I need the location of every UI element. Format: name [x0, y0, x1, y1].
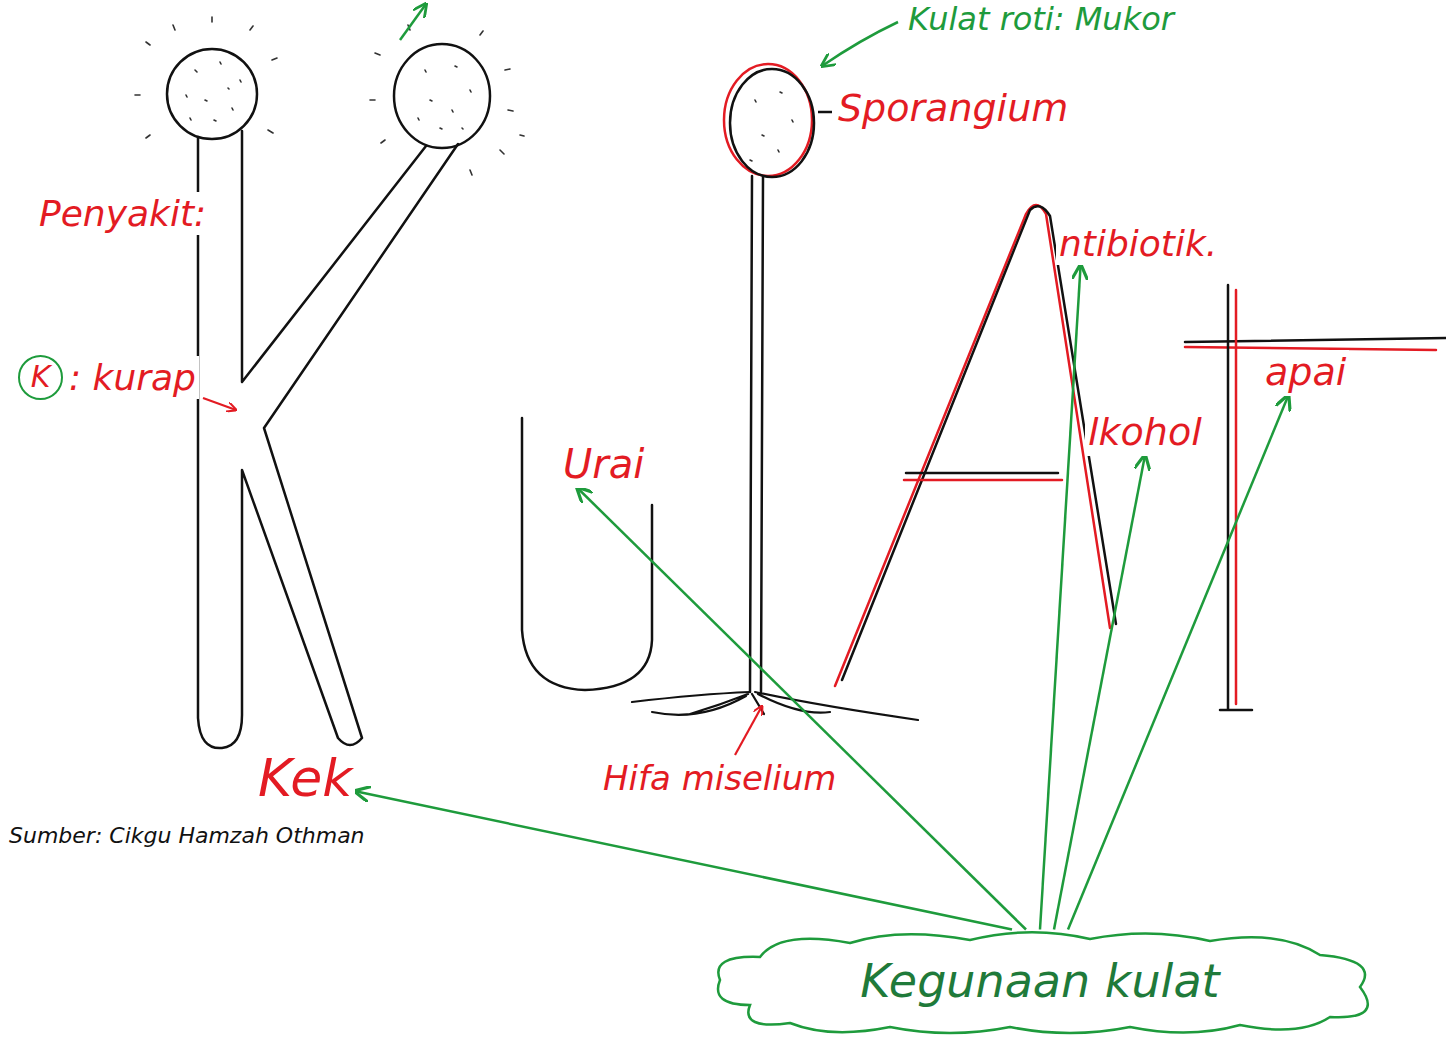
use-arrow — [1054, 456, 1145, 930]
text: : kurap — [66, 356, 199, 399]
disease-heading: Penyakit: — [36, 192, 209, 235]
text: Sporangium — [835, 86, 1071, 132]
use-antibiotic: ntibiotik. — [1056, 222, 1220, 265]
circled-letter: K — [18, 355, 63, 400]
mucor-leader — [822, 22, 898, 66]
text: ntibiotik. — [1056, 222, 1220, 265]
sporangium-leader — [818, 111, 832, 114]
letter-t — [1185, 285, 1446, 710]
use-tapai: apai — [1262, 350, 1349, 396]
text: Hifa miselium — [600, 758, 839, 799]
text: Kek — [255, 748, 355, 810]
text: Kulat roti: Mukor — [905, 0, 1177, 39]
use-arrow — [1068, 396, 1288, 930]
text: Urai — [560, 440, 647, 488]
use-arrow — [578, 488, 1027, 930]
text: lkohol — [1085, 410, 1205, 456]
uses-cloud: Kegunaan kulat — [690, 925, 1390, 1037]
mucor-label: Kulat roti: Mukor — [905, 0, 1177, 39]
disease-label: : kurap — [66, 356, 199, 399]
use-arrow — [355, 791, 1012, 929]
kurap-leader — [203, 398, 236, 410]
text: apai — [1262, 350, 1349, 396]
letter-u — [522, 418, 652, 690]
part-label: Sporangium — [835, 86, 1071, 132]
text: Penyakit: — [36, 192, 209, 235]
hyphae-leader — [735, 706, 762, 755]
use-cake: Kek — [255, 748, 355, 810]
text: Sumber: Cikgu Hamzah Othman — [6, 822, 368, 849]
use-decompose: Urai — [560, 440, 647, 488]
part-label: Hifa miselium — [600, 758, 839, 799]
letter-k-fungus — [167, 44, 490, 748]
use-alcohol: lkohol — [1085, 410, 1205, 456]
text: K — [31, 360, 51, 395]
pointer-arrow — [400, 4, 426, 40]
letter-a — [835, 205, 1116, 686]
spore-dots — [135, 17, 793, 175]
source-note: Sumber: Cikgu Hamzah Othman — [6, 822, 368, 849]
text: Kegunaan kulat — [857, 954, 1222, 1009]
use-arrow — [1040, 265, 1081, 929]
mucor-fungus — [632, 64, 918, 720]
